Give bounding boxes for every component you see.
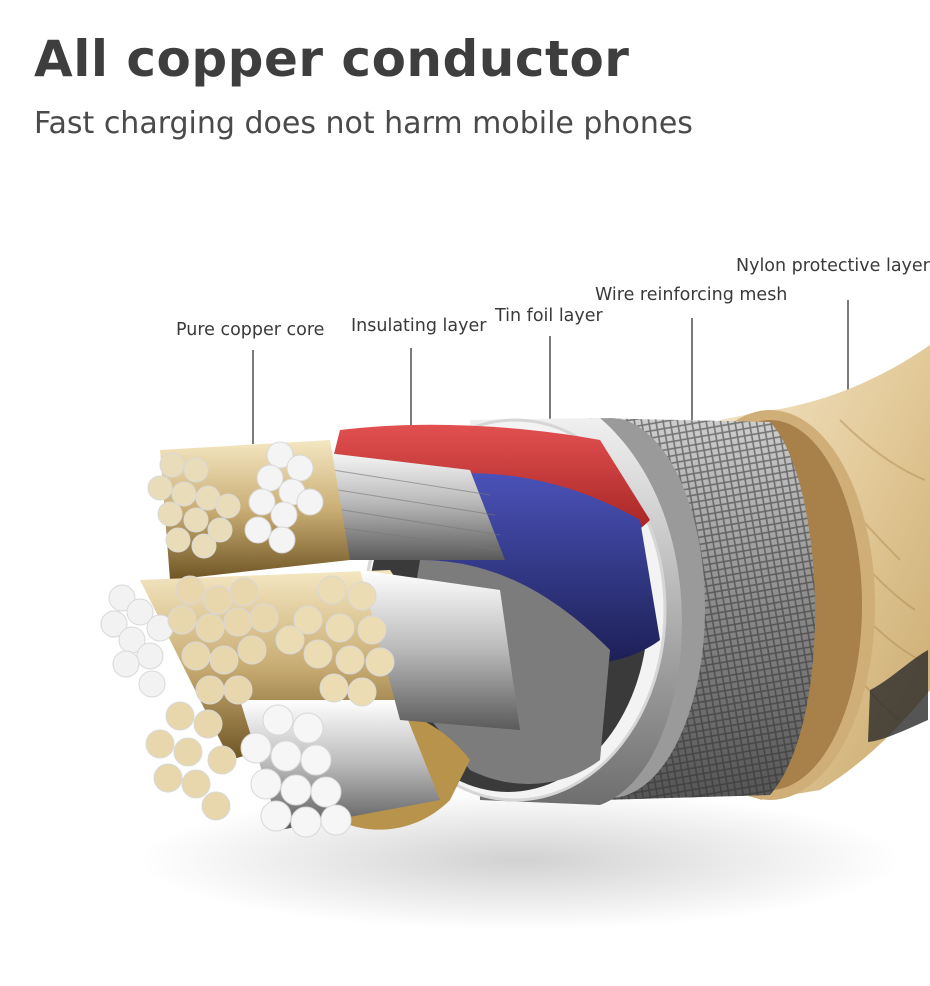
callout-leader-lines: [252, 300, 849, 444]
label-wire-reinforcing-mesh: Wire reinforcing mesh: [595, 285, 788, 305]
strand-ends: [100, 441, 395, 838]
label-insulating-layer: Insulating layer: [351, 316, 487, 336]
label-pure-copper-core: Pure copper core: [176, 320, 325, 340]
label-tin-foil-layer: Tin foil layer: [495, 306, 603, 326]
label-nylon-protective-layer: Nylon protective layer: [736, 256, 930, 276]
page-subtitle: Fast charging does not harm mobile phone…: [34, 106, 693, 141]
page-title: All copper conductor: [34, 30, 630, 88]
